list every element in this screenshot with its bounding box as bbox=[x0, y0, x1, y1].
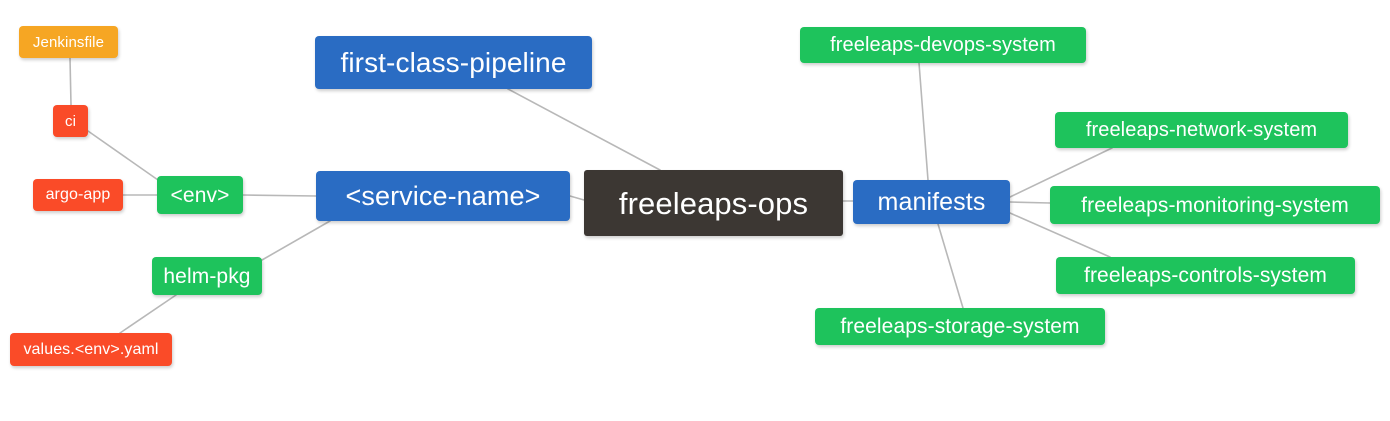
edge-manifests-to-freeleaps-devops-system bbox=[918, 62, 929, 181]
edge-ci-to-env bbox=[87, 130, 159, 181]
node-freeleaps-devops-system[interactable]: freeleaps-devops-system bbox=[800, 27, 1086, 63]
node-label: freeleaps-storage-system bbox=[840, 315, 1080, 338]
node-freeleaps-storage-system[interactable]: freeleaps-storage-system bbox=[815, 308, 1105, 345]
node-freeleaps-monitoring-system[interactable]: freeleaps-monitoring-system bbox=[1050, 186, 1380, 224]
node-service-name[interactable]: <service-name> bbox=[316, 171, 570, 221]
edge-helm-pkg-to-values-yaml bbox=[119, 294, 177, 334]
node-label: freeleaps-devops-system bbox=[830, 34, 1056, 56]
node-label: freeleaps-ops bbox=[618, 185, 809, 221]
node-values-yaml[interactable]: values.<env>.yaml bbox=[10, 333, 172, 366]
node-label: freeleaps-controls-system bbox=[1084, 264, 1327, 287]
node-label: freeleaps-monitoring-system bbox=[1081, 193, 1349, 217]
edge-first-class-pipeline-to-freeleaps-ops bbox=[507, 88, 661, 171]
node-label: values.<env>.yaml bbox=[23, 340, 159, 358]
edge-service-name-to-helm-pkg bbox=[261, 220, 331, 261]
edge-service-name-to-freeleaps-ops bbox=[569, 195, 585, 201]
node-label: first-class-pipeline bbox=[340, 46, 567, 78]
node-jenkinsfile[interactable]: Jenkinsfile bbox=[19, 26, 118, 58]
node-label: <env> bbox=[170, 183, 230, 207]
node-label: argo-app bbox=[45, 186, 111, 203]
node-freeleaps-network-system[interactable]: freeleaps-network-system bbox=[1055, 112, 1348, 148]
edge-manifests-to-freeleaps-monitoring-system bbox=[1009, 201, 1051, 204]
node-freeleaps-controls-system[interactable]: freeleaps-controls-system bbox=[1056, 257, 1355, 294]
node-label: helm-pkg bbox=[163, 264, 251, 288]
node-label: Jenkinsfile bbox=[32, 33, 105, 51]
edge-env-to-service-name bbox=[242, 194, 317, 197]
node-label: <service-name> bbox=[345, 180, 541, 211]
node-first-class-pipeline[interactable]: first-class-pipeline bbox=[315, 36, 592, 89]
node-label: ci bbox=[64, 112, 77, 130]
node-freeleaps-ops[interactable]: freeleaps-ops bbox=[584, 170, 843, 236]
node-ci[interactable]: ci bbox=[53, 105, 88, 137]
node-label: manifests bbox=[877, 187, 986, 216]
node-label: freeleaps-network-system bbox=[1085, 119, 1318, 141]
node-helm-pkg[interactable]: helm-pkg bbox=[152, 257, 262, 295]
node-argo-app[interactable]: argo-app bbox=[33, 179, 123, 211]
node-env[interactable]: <env> bbox=[157, 176, 243, 214]
edge-manifests-to-freeleaps-storage-system bbox=[937, 223, 964, 309]
edge-jenkinsfile-to-ci bbox=[69, 57, 72, 106]
node-manifests[interactable]: manifests bbox=[853, 180, 1010, 224]
